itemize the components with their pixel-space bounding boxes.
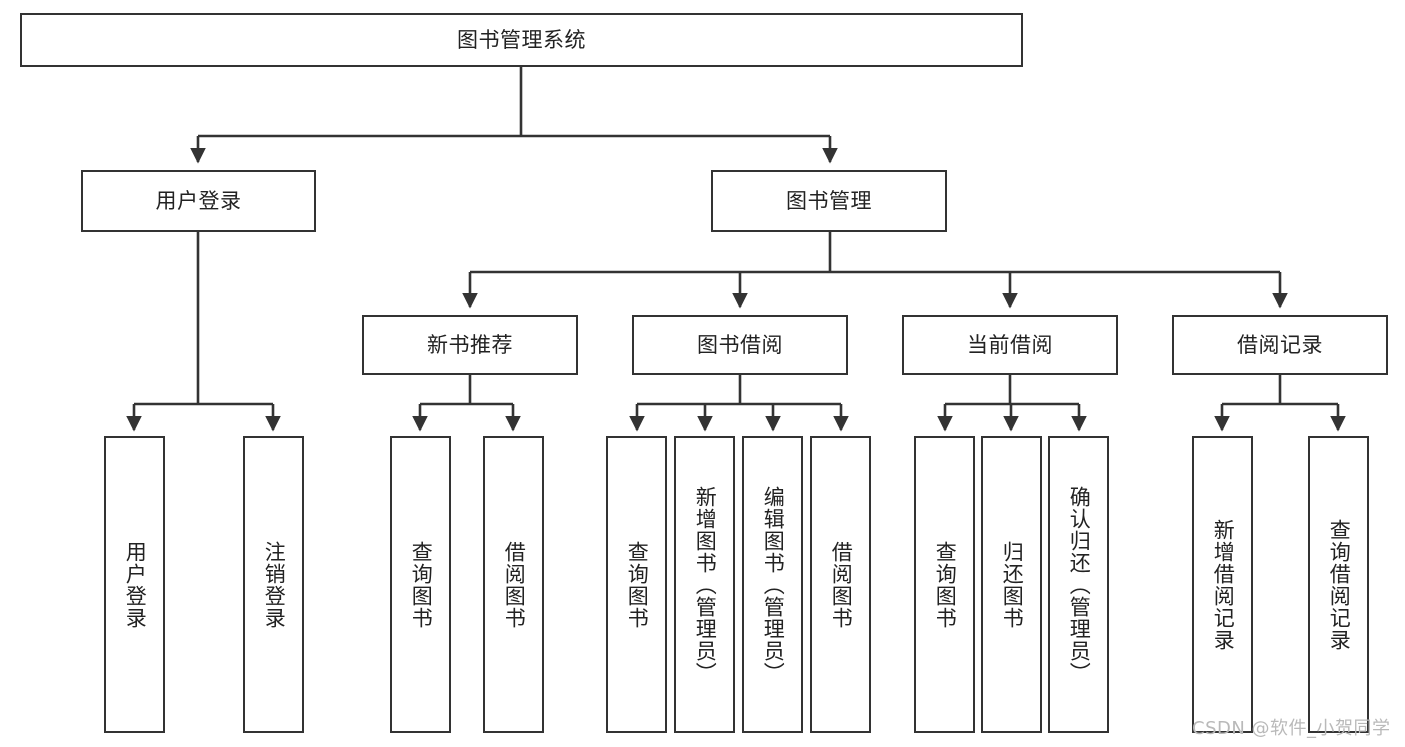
leaf-recommend-query-book[interactable]: 查询图书: [390, 436, 451, 733]
csdn-watermark: CSDN @软件_小贺同学: [1192, 718, 1391, 739]
node-label: 新书推荐: [427, 332, 513, 357]
leaf-borrow-borrow-book[interactable]: 借阅图书: [810, 436, 871, 733]
node-label: 新增图书（管理员）: [693, 485, 718, 684]
leaf-current-confirm-return-admin[interactable]: 确认归还（管理员）: [1048, 436, 1109, 733]
node-label: 查询图书: [409, 540, 434, 629]
leaf-borrow-query-book[interactable]: 查询图书: [606, 436, 667, 733]
node-label: 图书借阅: [697, 332, 783, 357]
node-label: 注销登录: [262, 540, 287, 629]
node-label: 当前借阅: [967, 332, 1053, 357]
node-book-management[interactable]: 图书管理: [711, 170, 947, 232]
node-label: 确认归还（管理员）: [1067, 485, 1092, 684]
leaf-record-add-record[interactable]: 新增借阅记录: [1192, 436, 1253, 733]
leaf-current-query-book[interactable]: 查询图书: [914, 436, 975, 733]
node-label: 借阅图书: [829, 540, 854, 629]
node-label: 编辑图书（管理员）: [761, 485, 786, 684]
leaf-record-query-record[interactable]: 查询借阅记录: [1308, 436, 1369, 733]
node-new-book-recommend[interactable]: 新书推荐: [362, 315, 578, 375]
leaf-recommend-borrow-book[interactable]: 借阅图书: [483, 436, 544, 733]
leaf-user-login-signin[interactable]: 用户登录: [104, 436, 165, 733]
leaf-current-return-book[interactable]: 归还图书: [981, 436, 1042, 733]
node-label: 图书管理: [786, 188, 872, 213]
node-label: 用户登录: [155, 188, 242, 213]
node-label: 查询图书: [933, 540, 958, 629]
node-label: 借阅图书: [502, 540, 527, 629]
node-label: 查询图书: [625, 540, 650, 629]
node-label: 查询借阅记录: [1327, 518, 1352, 651]
leaf-user-login-signout[interactable]: 注销登录: [243, 436, 304, 733]
node-label: 借阅记录: [1237, 332, 1323, 357]
node-label: 图书管理系统: [457, 27, 586, 52]
node-label: 新增借阅记录: [1211, 518, 1236, 651]
node-current-borrow[interactable]: 当前借阅: [902, 315, 1118, 375]
node-label: 归还图书: [1000, 540, 1025, 629]
node-borrow-record[interactable]: 借阅记录: [1172, 315, 1388, 375]
leaf-borrow-edit-book-admin[interactable]: 编辑图书（管理员）: [742, 436, 803, 733]
node-label: 用户登录: [123, 540, 148, 629]
node-root-system[interactable]: 图书管理系统: [20, 13, 1023, 67]
leaf-borrow-add-book-admin[interactable]: 新增图书（管理员）: [674, 436, 735, 733]
node-user-login[interactable]: 用户登录: [81, 170, 316, 232]
node-book-borrow[interactable]: 图书借阅: [632, 315, 848, 375]
